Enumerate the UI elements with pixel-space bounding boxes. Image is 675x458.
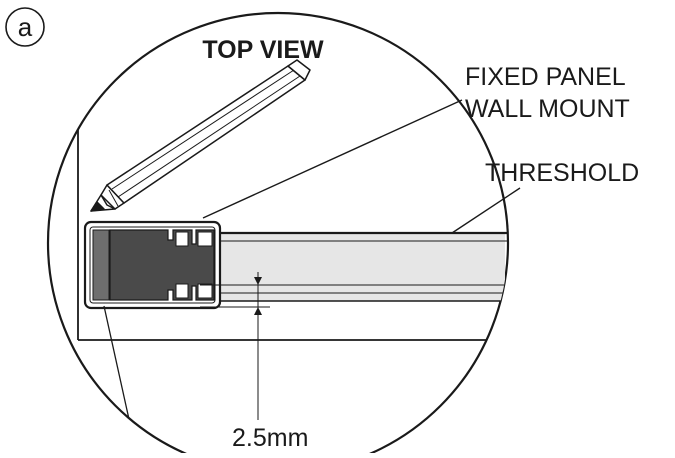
gap-dimension-label: 2.5mm: [232, 424, 308, 452]
diagram-title: TOP VIEW: [202, 36, 324, 64]
pencil-icon: [90, 59, 311, 212]
wall-mount-profile: [83, 220, 222, 310]
threshold-profile: [215, 231, 508, 302]
detail-marker: a: [5, 7, 45, 47]
threshold-label: THRESHOLD: [485, 159, 639, 187]
fixed-panel-label-line1: FIXED PANEL: [465, 63, 626, 91]
threshold-leader: [451, 187, 521, 234]
fixed-panel-label-line2: WALL MOUNT: [465, 95, 630, 123]
detail-marker-letter: a: [18, 12, 33, 42]
detail-marker-circle: [5, 7, 45, 47]
detail-content: [77, 59, 508, 458]
fixed-panel-leader: [202, 99, 463, 219]
gap-dimension: [200, 272, 270, 420]
